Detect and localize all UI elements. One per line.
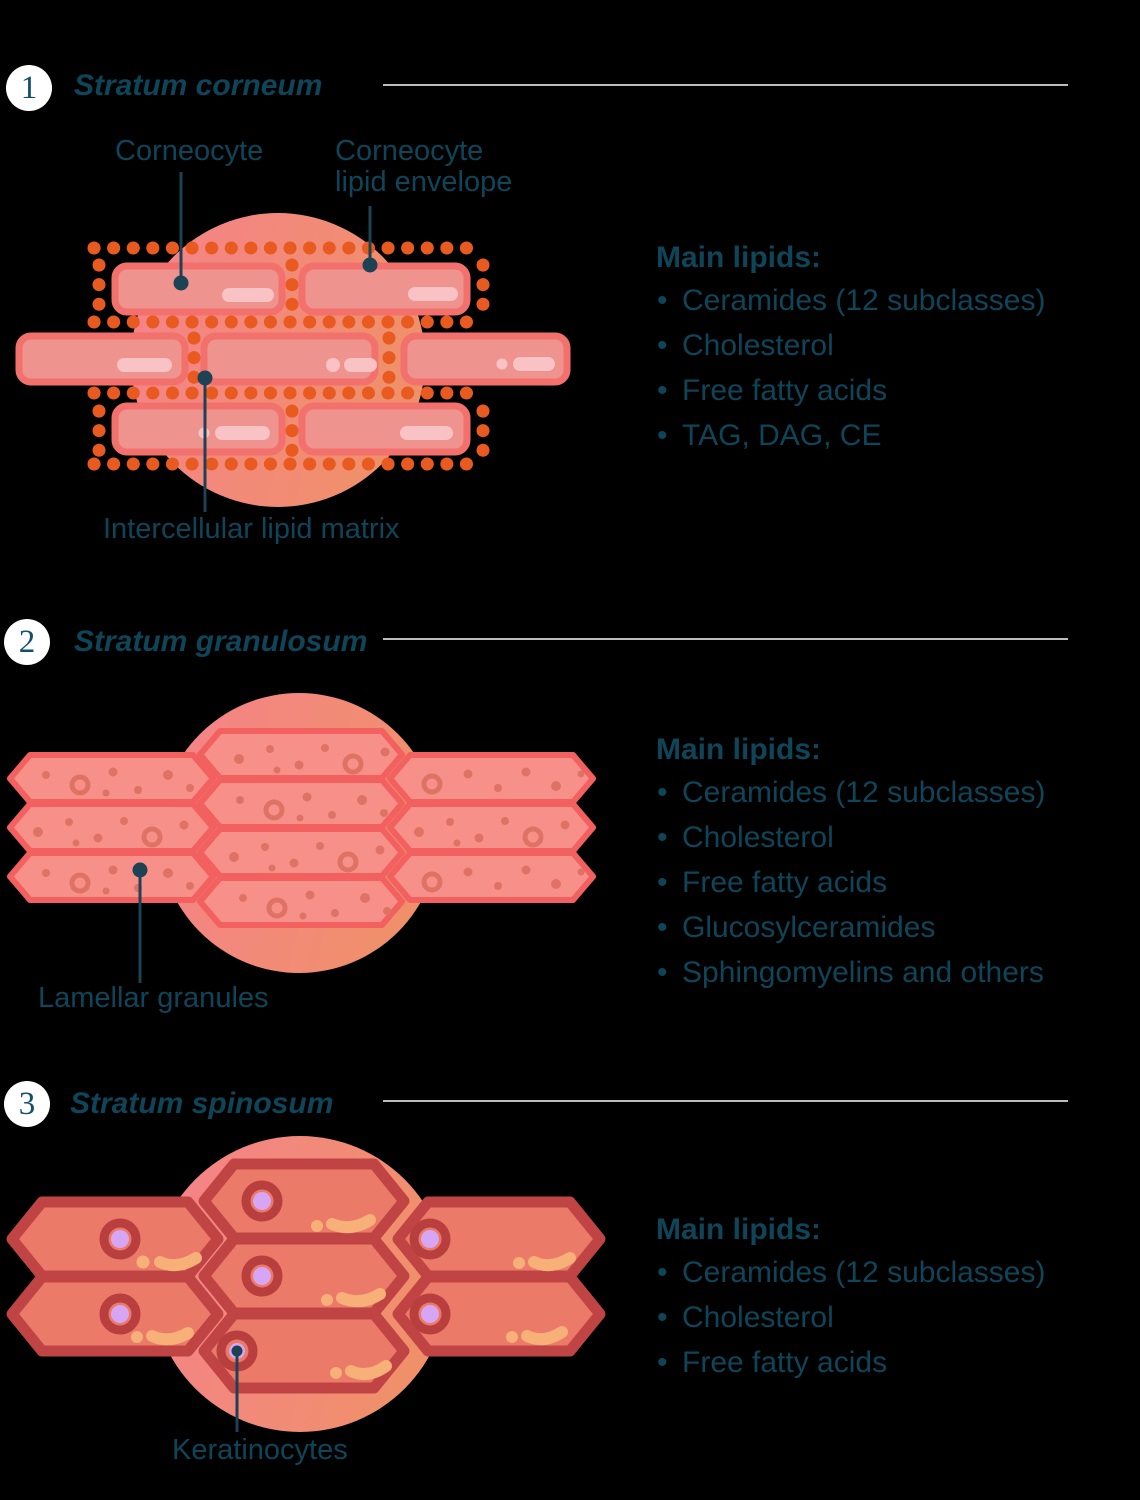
stratum-spinosum-diagram bbox=[6, 1136, 606, 1432]
leader-lines-s1 bbox=[173, 172, 378, 512]
main-lipids-heading: Main lipids: bbox=[656, 1213, 821, 1246]
keratinocyte-cells bbox=[6, 1158, 606, 1394]
keratinocyte-nuclei bbox=[99, 1180, 451, 1372]
stratum-granulosum-diagram bbox=[7, 693, 596, 983]
section-1-lipids: Main lipids: Ceramides (12 subclasses) C… bbox=[656, 240, 1045, 458]
stratum-corneum-diagram bbox=[15, 172, 571, 512]
leader-lines-s2 bbox=[132, 862, 148, 983]
lipid-matrix-dots bbox=[87, 241, 493, 471]
main-lipids-heading: Main lipids: bbox=[656, 241, 821, 274]
corneocyte-highlights bbox=[117, 287, 555, 440]
section-2-divider bbox=[383, 638, 1068, 640]
cell-highlights-s3 bbox=[131, 1214, 576, 1381]
lipid-item: Free fatty acids bbox=[656, 1340, 1045, 1385]
lipid-item: Cholesterol bbox=[656, 1295, 1045, 1340]
section-3-badge: 3 bbox=[4, 1081, 50, 1127]
lipid-item: Glucosylceramides bbox=[656, 905, 1045, 950]
lipid-item: TAG, DAG, CE bbox=[656, 413, 1045, 458]
section-2-title: Stratum granulosum bbox=[74, 625, 368, 658]
lipid-item: Cholesterol bbox=[656, 815, 1045, 860]
lamellar-granules-label: Lamellar granules bbox=[38, 982, 269, 1014]
corneocyte-cells bbox=[15, 262, 571, 456]
lipid-item: Sphingomyelins and others bbox=[656, 950, 1045, 995]
lipid-item: Cholesterol bbox=[656, 323, 1045, 368]
granulosum-cells bbox=[7, 728, 596, 928]
section-1-title: Stratum corneum bbox=[74, 69, 323, 102]
lipid-item: Ceramides (12 subclasses) bbox=[656, 1250, 1045, 1295]
lipid-item: Free fatty acids bbox=[656, 368, 1045, 413]
keratinocytes-label: Keratinocytes bbox=[172, 1434, 348, 1466]
main-lipids-list: Ceramides (12 subclasses) Cholesterol Fr… bbox=[656, 1250, 1045, 1385]
section-2-badge: 2 bbox=[4, 619, 50, 665]
lipid-item: Free fatty acids bbox=[656, 860, 1045, 905]
lipid-item: Ceramides (12 subclasses) bbox=[656, 278, 1045, 323]
main-lipids-list: Ceramides (12 subclasses) Cholesterol Fr… bbox=[656, 278, 1045, 458]
section-3-lipids: Main lipids: Ceramides (12 subclasses) C… bbox=[656, 1212, 1045, 1385]
main-lipids-list: Ceramides (12 subclasses) Cholesterol Fr… bbox=[656, 770, 1045, 995]
leader-lines-s3 bbox=[231, 1345, 243, 1432]
section-1-badge: 1 bbox=[6, 65, 52, 111]
section-1-divider bbox=[383, 84, 1068, 86]
lipid-item: Ceramides (12 subclasses) bbox=[656, 770, 1045, 815]
section-2-lipids: Main lipids: Ceramides (12 subclasses) C… bbox=[656, 732, 1045, 995]
main-lipids-heading: Main lipids: bbox=[656, 733, 821, 766]
lipid-matrix-label: Intercellular lipid matrix bbox=[103, 513, 400, 545]
lipid-envelope-label: Corneocyte lipid envelope bbox=[335, 135, 513, 198]
corneocyte-label: Corneocyte bbox=[115, 135, 264, 167]
section-3-title: Stratum spinosum bbox=[70, 1087, 334, 1120]
section-3-divider bbox=[383, 1100, 1068, 1102]
